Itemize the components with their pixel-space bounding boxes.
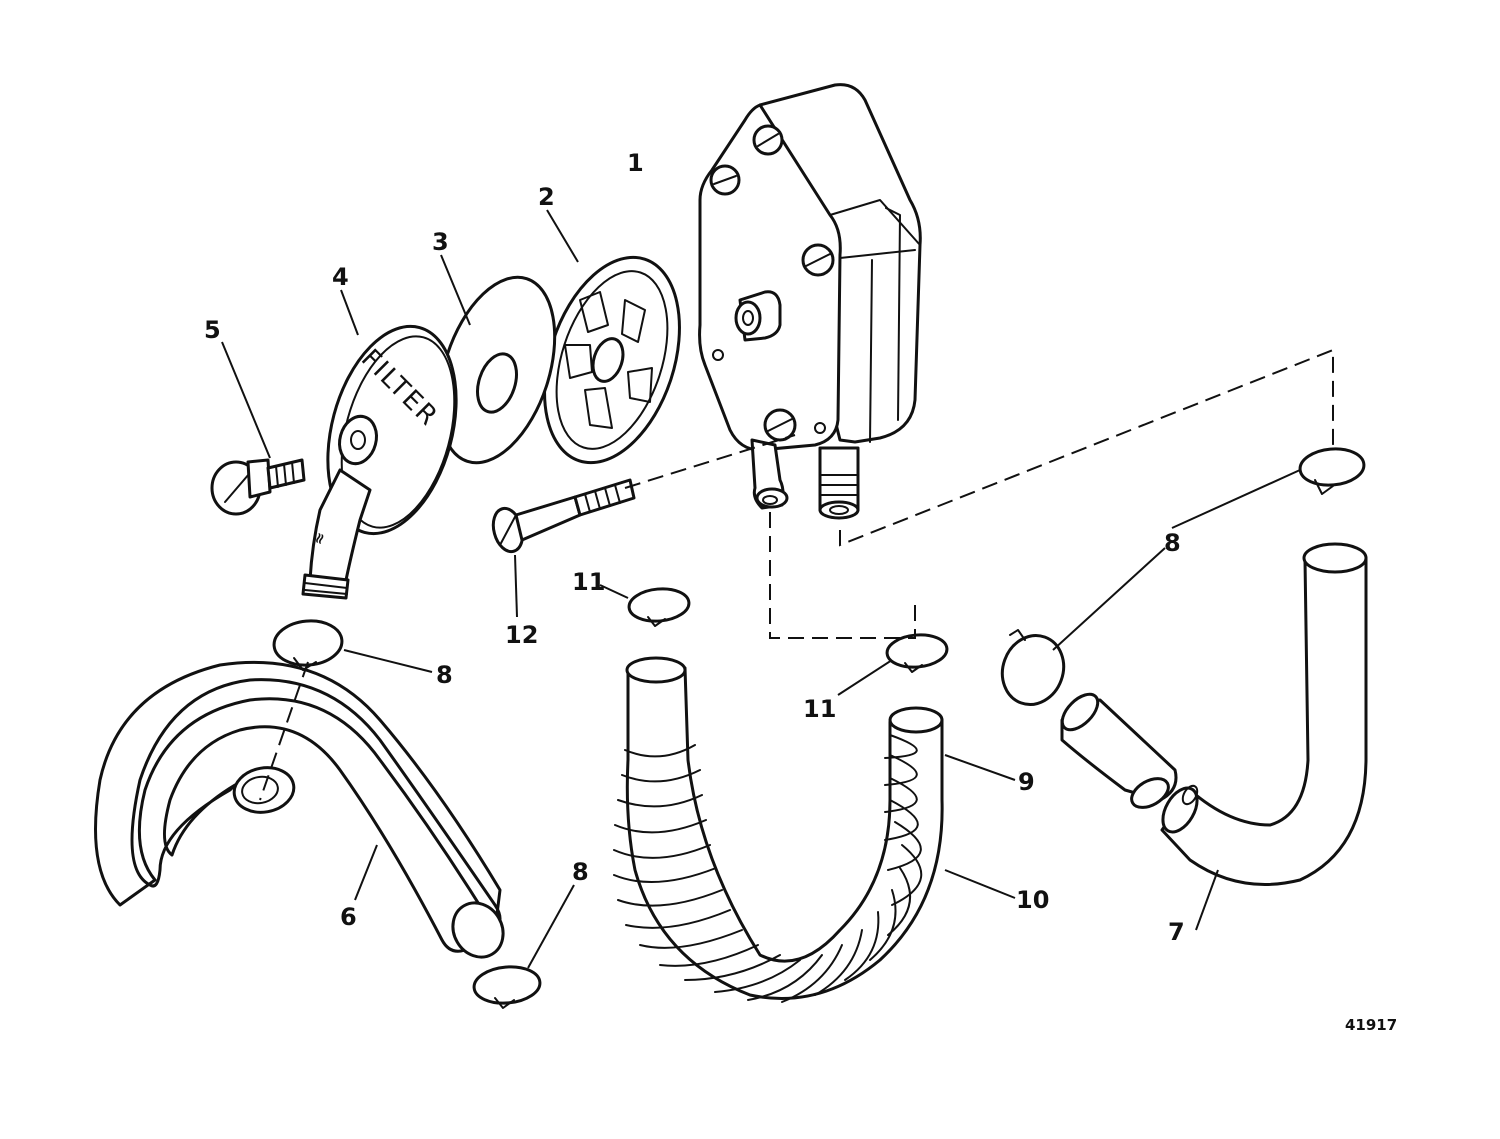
filter-cover: FILTER ≈ [301,324,458,600]
callout-8-lower: 8 [572,858,589,886]
clamp-11-upper [627,587,691,627]
pump-inlet-fitting [750,438,789,510]
callout-10: 10 [1016,886,1049,914]
pump-cover-screw [801,243,835,277]
pump-center-boss [734,290,782,342]
callout-3: 3 [432,228,449,256]
clamp-8-lower [472,965,542,1009]
pump-cover-screw [709,164,741,196]
pump-cover-screw [752,124,784,156]
callout-5: 5 [204,316,221,344]
callout-8-left: 8 [436,661,453,689]
callout-7: 7 [1168,918,1185,946]
clamp-8-upper-right [1298,447,1366,495]
figure-number: 41917 [1345,1016,1397,1034]
callout-labels: 1 2 3 4 5 6 7 8 8 8 8 9 10 11 11 12 [204,149,1185,946]
pump-outlet-fitting [818,446,860,520]
gasket [437,275,557,465]
callout-12: 12 [505,621,538,649]
filter-screen [543,255,681,465]
callout-8-upper-right: 8 [1164,529,1181,557]
clamp-8-right [1000,629,1066,706]
spring-guard-coils [613,734,923,1003]
fuel-hose-spring-wrapped [613,656,944,1003]
callout-6: 6 [340,903,357,931]
callout-9: 9 [1018,768,1035,796]
callout-1: 1 [627,149,644,177]
leader-lines [221,209,1301,969]
callout-11-lower: 11 [803,695,836,723]
clamp-8-left [272,619,344,671]
fuel-hose-right [1060,542,1368,886]
fuel-hose-left [94,660,505,959]
mounting-screw [491,478,636,554]
svg-text:≈: ≈ [309,529,330,547]
fuel-pump-body [698,83,922,520]
callout-2: 2 [538,183,555,211]
pump-cover-screw [763,408,797,442]
thumb-screw [210,458,306,516]
callout-4: 4 [332,263,349,291]
callout-11-upper: 11 [572,568,605,596]
assembly-guide-lines [259,348,1334,801]
